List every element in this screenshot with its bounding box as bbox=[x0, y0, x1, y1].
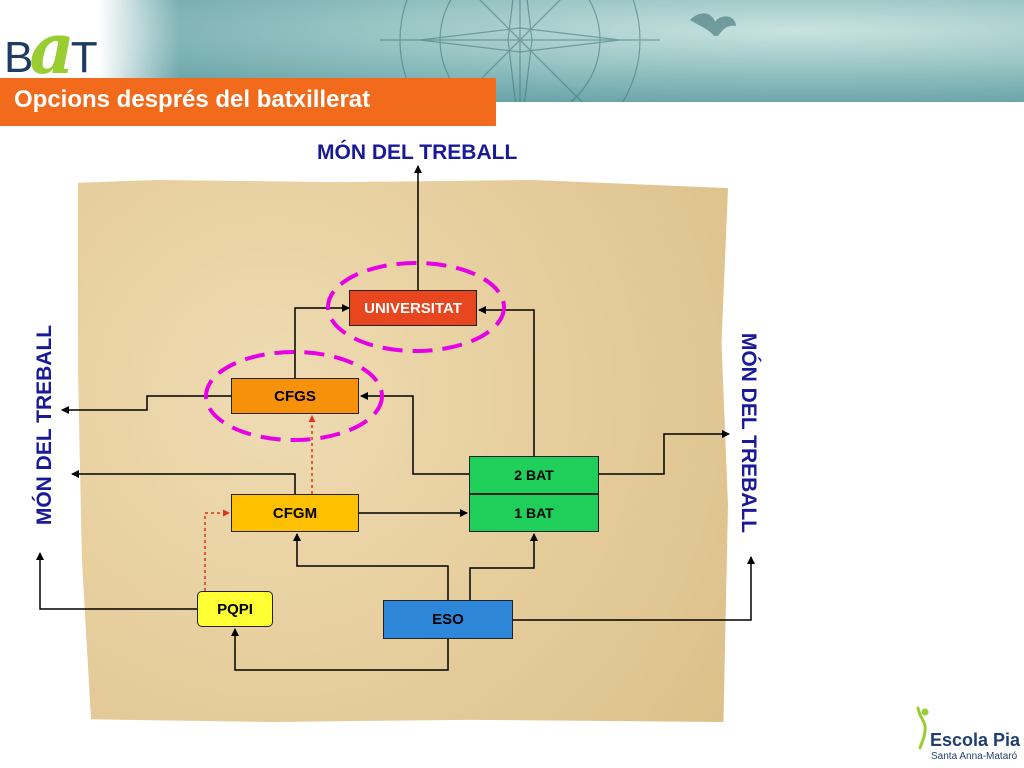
node-eso: ESO bbox=[383, 600, 513, 639]
node-universitat: UNIVERSITAT bbox=[349, 290, 477, 326]
node-pqpi: PQPI bbox=[197, 591, 273, 627]
highlight-ellipse-cfgs bbox=[204, 350, 384, 442]
dotted-pqpi-cfgm bbox=[204, 509, 230, 591]
compass-rose-icon bbox=[380, 0, 736, 102]
label-mon-del-treball-top: MÓN DEL TREBALL bbox=[317, 141, 518, 164]
logo-letter-a: a bbox=[29, 7, 75, 90]
connector-cfgs-universitat bbox=[294, 304, 350, 378]
label-mon-del-treball-right: MÓN DEL TREBALL bbox=[737, 332, 760, 534]
connector-bat-right bbox=[599, 430, 730, 475]
node-2-bat: 2 BAT bbox=[469, 456, 599, 494]
logo-letter-t: T bbox=[70, 33, 98, 82]
school-place: Santa Anna-Mataró bbox=[931, 751, 1018, 762]
node-cfgm: CFGM bbox=[231, 494, 359, 532]
bat-logo: B a T bbox=[4, 7, 98, 90]
connector-bat-cfgs bbox=[360, 392, 469, 475]
connector-pqpi-left bbox=[36, 552, 197, 610]
page-title: Opcions després del batxillerat bbox=[14, 86, 371, 113]
connector-bat-universitat bbox=[478, 306, 535, 456]
school-figure-icon bbox=[916, 706, 929, 750]
title-bar: Opcions després del batxillerat bbox=[0, 78, 496, 126]
connector-eso-pqpi bbox=[231, 628, 449, 671]
logo-letter-b: B bbox=[4, 33, 34, 82]
label-mon-del-treball-left: MÓN DEL TREBALL bbox=[33, 324, 56, 526]
node-1-bat: 1 BAT bbox=[469, 494, 599, 532]
connector-cfgs-left bbox=[61, 395, 231, 414]
school-name: Escola Pia bbox=[930, 730, 1021, 750]
connector-eso-cfgm bbox=[293, 533, 449, 600]
connector-cfgm-left bbox=[71, 470, 296, 494]
node-cfgs: CFGS bbox=[231, 378, 359, 414]
connector-eso-bat bbox=[469, 533, 538, 600]
highlight-ellipse-universitat bbox=[326, 261, 506, 353]
school-logo: Escola Pia Santa Anna-Mataró bbox=[914, 704, 1021, 764]
connector-eso-right bbox=[513, 556, 755, 621]
